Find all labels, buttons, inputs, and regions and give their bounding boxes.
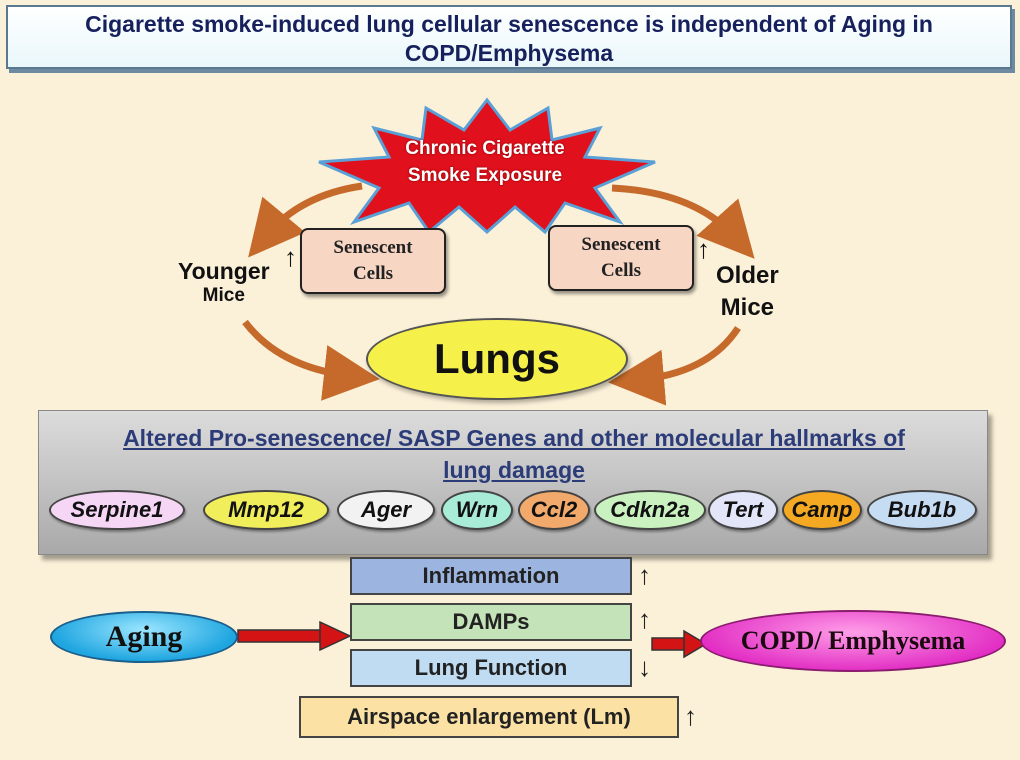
gene-ager: Ager	[337, 490, 435, 530]
exposure-label: Chronic Cigarette Smoke Exposure	[405, 138, 565, 186]
gene-mmp12: Mmp12	[203, 490, 329, 530]
airspace-enlargement-box: Airspace enlargement (Lm)	[299, 696, 679, 738]
airspace-arrow: ↑	[684, 701, 697, 731]
gene-bub1b: Bub1b	[867, 490, 977, 530]
gene-ccl2: Ccl2	[518, 490, 590, 530]
copd-emphysema-ellipse: COPD/ Emphysema	[700, 610, 1006, 672]
damps-box: DAMPs	[350, 603, 632, 641]
curve-arrow-to-older	[611, 184, 755, 259]
older-mice-label: Older Mice	[716, 262, 779, 321]
curve-arrow-younger-to-lungs	[242, 319, 380, 401]
gene-tert: Tert	[708, 490, 778, 530]
older-increase-arrow: ↑	[697, 234, 710, 264]
senescent-cells-younger: Senescent Cells	[300, 228, 446, 294]
title-banner: Cigarette smoke-induced lung cellular se…	[6, 5, 1012, 69]
inflammation-box: Inflammation	[350, 557, 632, 595]
curve-arrow-to-younger	[248, 182, 363, 258]
exposure-starburst	[318, 97, 656, 235]
gene-wrn: Wrn	[441, 490, 513, 530]
curve-arrow-older-to-lungs	[608, 326, 741, 406]
title-line-2: COPD/Emphysema	[404, 40, 614, 66]
gene-cdkn2a: Cdkn2a	[594, 490, 706, 530]
inflammation-arrow: ↑	[638, 560, 651, 590]
gene-panel-title: Altered Pro-senescence/ SASP Genes and o…	[123, 425, 905, 483]
lungs-ellipse: Lungs	[366, 318, 628, 400]
title-line-1: Cigarette smoke-induced lung cellular se…	[85, 11, 933, 37]
younger-increase-arrow: ↑	[284, 242, 297, 272]
lung-function-box: Lung Function	[350, 649, 632, 687]
arrow-outcomes-to-copd	[651, 629, 708, 659]
gene-camp: Camp	[782, 490, 862, 530]
younger-mice-label: Younger Mice	[178, 258, 270, 306]
arrow-aging-to-outcomes	[237, 620, 352, 652]
damps-arrow: ↑	[638, 604, 651, 634]
gene-serpine1: Serpine1	[49, 490, 185, 530]
aging-ellipse: Aging	[50, 611, 238, 663]
senescent-cells-older: Senescent Cells	[548, 225, 694, 291]
lung-function-arrow: ↓	[638, 652, 651, 682]
gene-panel: Altered Pro-senescence/ SASP Genes and o…	[38, 410, 988, 555]
